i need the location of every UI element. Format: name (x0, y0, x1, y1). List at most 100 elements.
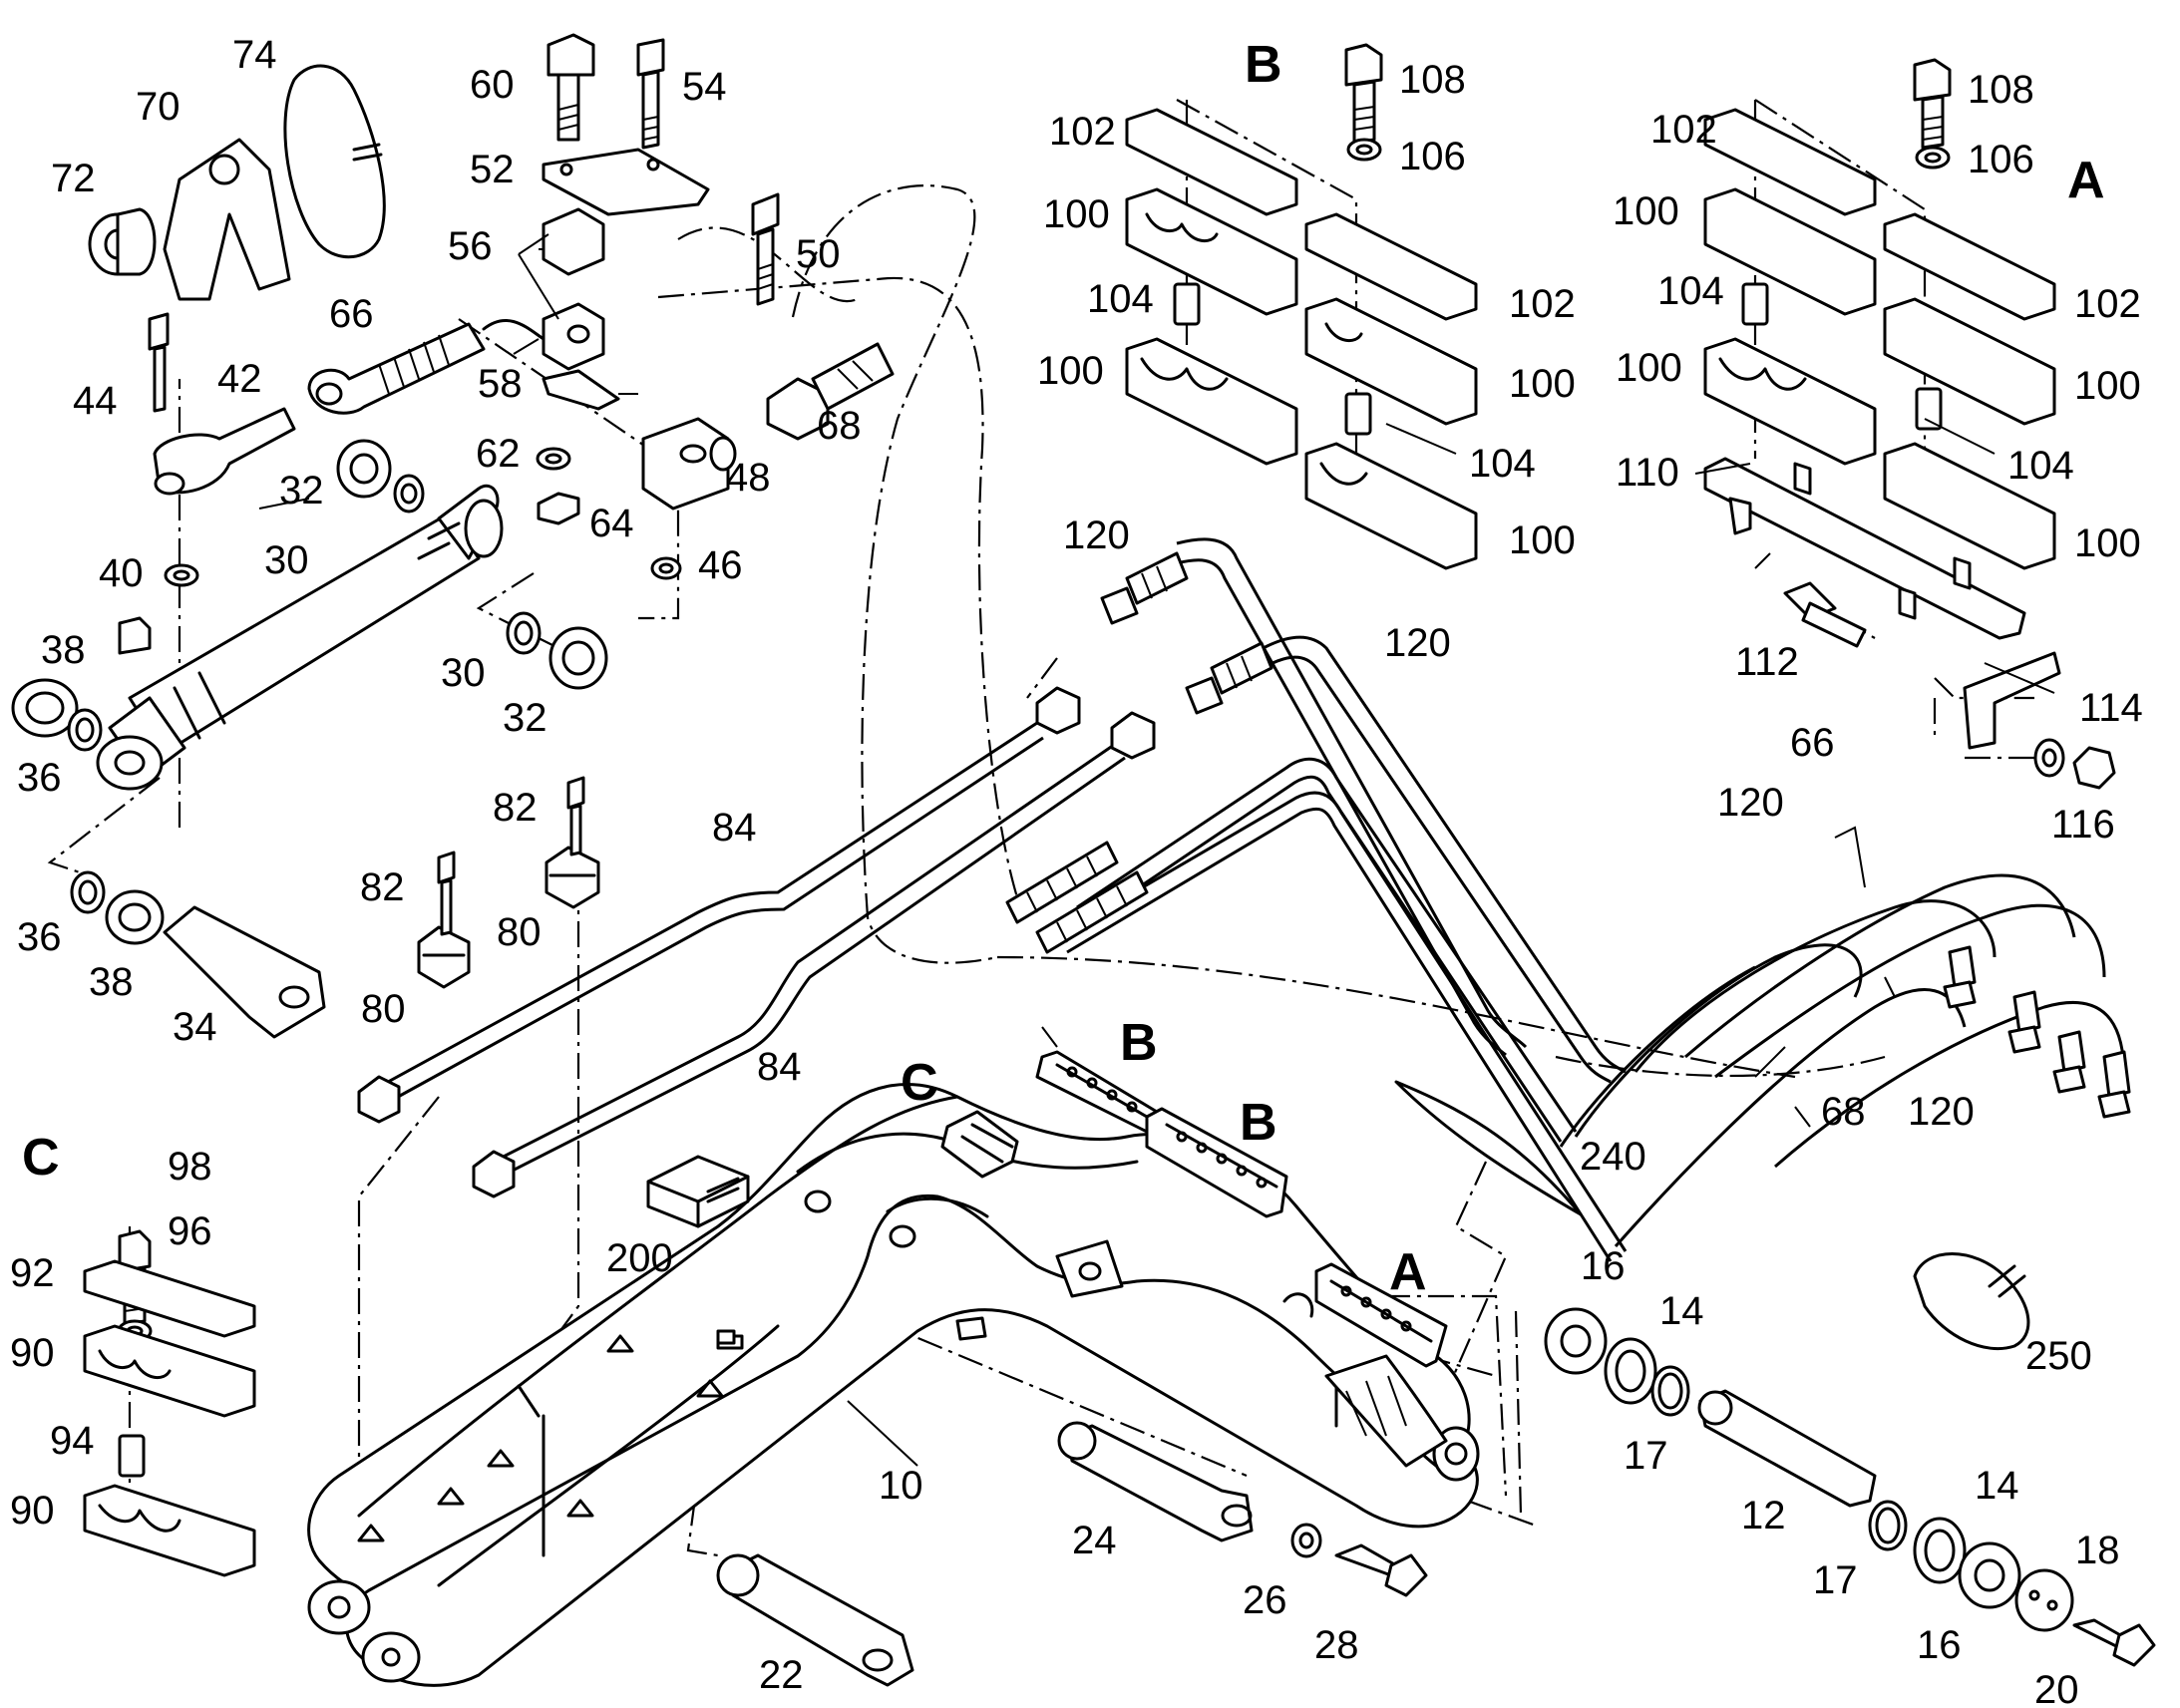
detail-letter-a-boom: A (1389, 1243, 1427, 1301)
label-10: 10 (879, 1464, 923, 1508)
label-102-a: 102 (1650, 108, 1717, 152)
label-20: 20 (2034, 1668, 2079, 1708)
label-108-b: 108 (1399, 58, 1466, 102)
boom-foot-boss-right (361, 1631, 421, 1683)
label-16-lower: 16 (1917, 1623, 1962, 1667)
hydraulic-cylinder (96, 485, 504, 791)
label-24: 24 (1072, 1519, 1117, 1562)
label-17: 17 (1624, 1434, 1668, 1478)
label-50: 50 (796, 232, 841, 276)
label-96: 96 (168, 1209, 212, 1253)
label-34: 34 (173, 1005, 217, 1049)
label-90-lower: 90 (10, 1489, 55, 1533)
label-22: 22 (759, 1653, 804, 1697)
label-100-b: 100 (1043, 192, 1110, 236)
label-120-right: 120 (1717, 781, 1784, 825)
hydraulic-hoses (1005, 537, 2131, 1262)
label-108-a: 108 (1968, 68, 2034, 112)
label-36: 36 (17, 756, 62, 800)
plate-240 (1394, 1080, 1583, 1216)
detail-a-clamp-stack (1703, 58, 2116, 790)
label-94: 94 (50, 1419, 95, 1463)
label-120-bottom: 120 (1908, 1090, 1975, 1134)
label-26: 26 (1243, 1578, 1287, 1622)
label-32-lower: 32 (503, 696, 547, 740)
label-32: 32 (279, 469, 324, 512)
detail-letter-b-boom1: B (1120, 1014, 1158, 1072)
label-80-left: 80 (361, 987, 406, 1031)
label-44: 44 (73, 379, 118, 423)
label-40: 40 (99, 551, 144, 595)
junction-block-200 (646, 1155, 750, 1345)
label-250: 250 (2025, 1334, 2092, 1378)
label-14: 14 (1659, 1289, 1704, 1333)
label-120-top: 120 (1063, 513, 1130, 557)
label-16: 16 (1581, 1244, 1626, 1288)
label-30: 30 (264, 538, 309, 582)
label-66: 66 (329, 292, 374, 336)
valve-parts (88, 33, 895, 587)
label-36-lower: 36 (17, 915, 62, 959)
label-68: 68 (817, 404, 862, 448)
detail-b-clamp-stack (1125, 43, 1478, 570)
label-42: 42 (217, 357, 262, 401)
hydraulic-tubes-84 (357, 686, 1156, 1198)
label-240: 240 (1580, 1135, 1646, 1179)
label-38-lower: 38 (89, 960, 134, 1004)
label-110: 110 (1616, 451, 1679, 495)
detail-letters: B A C C B B A (22, 36, 2105, 1301)
detail-letter-c-boom: C (901, 1054, 938, 1112)
label-18: 18 (2075, 1529, 2120, 1572)
label-106-b: 106 (1399, 135, 1466, 178)
leader-lines (258, 233, 2055, 1467)
label-70: 70 (136, 85, 181, 129)
label-100-a2: 100 (1616, 346, 1682, 390)
label-12: 12 (1741, 1494, 1786, 1537)
label-52: 52 (470, 148, 515, 191)
detail-letter-b-top: B (1245, 36, 1282, 94)
label-104-a: 104 (1657, 269, 1724, 313)
clamp-dots (1066, 1066, 1412, 1332)
label-14-lower: 14 (1975, 1464, 2019, 1508)
label-28: 28 (1314, 1623, 1359, 1667)
cylinder-bushings (11, 439, 608, 1039)
label-72: 72 (51, 157, 96, 200)
label-100-b2: 100 (1037, 349, 1104, 393)
label-106-a: 106 (1968, 138, 2034, 181)
label-104-b: 104 (1087, 277, 1154, 321)
label-102-b: 102 (1049, 110, 1116, 154)
label-100-b3: 100 (1509, 362, 1576, 406)
label-84: 84 (712, 806, 757, 850)
label-56: 56 (448, 224, 493, 268)
label-200: 200 (606, 1236, 673, 1280)
detail-letter-b-boom2: B (1240, 1094, 1277, 1152)
label-90: 90 (10, 1331, 55, 1375)
label-17-lower: 17 (1813, 1558, 1858, 1602)
label-58: 58 (478, 362, 523, 406)
label-102-b2: 102 (1509, 282, 1576, 326)
label-68-right: 68 (1821, 1090, 1866, 1134)
label-114: 114 (2079, 686, 2143, 730)
boom-foot-boss-left (307, 1579, 371, 1635)
label-104-a2: 104 (2007, 444, 2074, 488)
boom-cylinder-lug (1055, 1239, 1124, 1298)
label-74: 74 (232, 33, 277, 77)
detail-c-clamp-stack (83, 616, 256, 1577)
label-64: 64 (589, 502, 634, 545)
label-98: 98 (168, 1145, 212, 1189)
label-30-lower: 30 (441, 651, 486, 695)
label-92: 92 (10, 1251, 55, 1295)
label-80: 80 (497, 910, 542, 954)
label-112: 112 (1735, 640, 1799, 684)
clamp-block-b2-on-boom (1145, 1107, 1288, 1218)
clamps-80-82 (417, 776, 600, 989)
label-46: 46 (698, 543, 743, 587)
label-102-a2: 102 (2074, 282, 2141, 326)
boom-hose-clamp-blocks (940, 1050, 1448, 1368)
label-100-a4: 100 (2074, 521, 2141, 565)
label-100-a3: 100 (2074, 364, 2141, 408)
detail-letter-a-top: A (2067, 152, 2105, 209)
label-104-b2: 104 (1469, 442, 1536, 486)
